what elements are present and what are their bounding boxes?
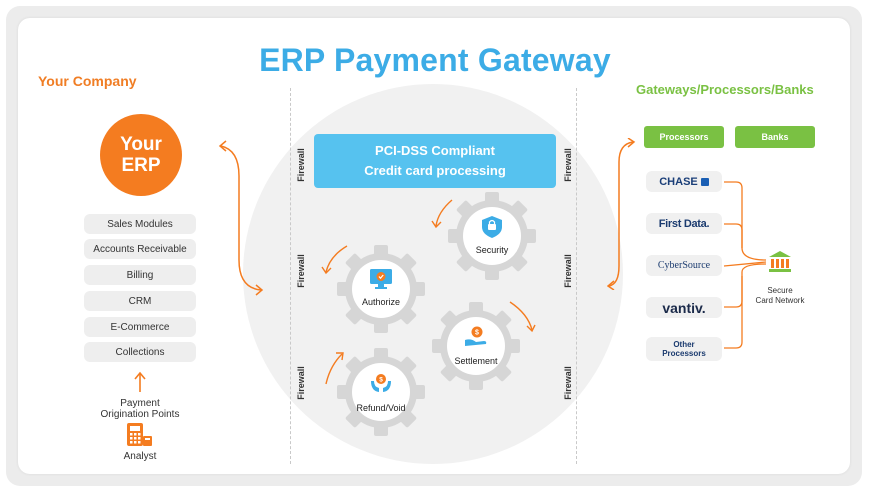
shield-icon <box>482 216 502 238</box>
other-processors: Other Processors <box>646 337 722 361</box>
gateways-heading: Gateways/Processors/Banks <box>636 82 814 97</box>
chase-text: CHASE <box>659 175 698 188</box>
pos-terminal-icon <box>127 423 152 446</box>
authorize-label: Authorize <box>361 297 401 307</box>
settlement-gear <box>432 302 520 390</box>
chase-logo: CHASE <box>646 171 722 192</box>
module-item: Sales Modules <box>84 214 196 234</box>
svg-text:$: $ <box>379 376 383 383</box>
svg-text:$: $ <box>475 330 479 337</box>
erp-line2: ERP <box>121 155 161 176</box>
separator-right <box>576 88 577 464</box>
settlement-label: Settlement <box>454 356 498 366</box>
erp-connection-arrow <box>218 140 264 296</box>
separator-left <box>290 88 291 464</box>
pci-line2: Credit card processing <box>364 163 506 178</box>
gateway-connection-arrow <box>607 138 636 290</box>
monitor-check-icon <box>370 269 392 289</box>
erp-line1: Your <box>120 134 162 155</box>
vantiv-logo: vantiv. <box>646 297 722 318</box>
pci-line1: PCI-DSS Compliant <box>375 143 495 158</box>
hand-coin-icon: $ <box>465 326 487 346</box>
cycle-arrow <box>325 352 344 385</box>
chase-octagon-icon <box>700 177 709 186</box>
network-line2: Card Network <box>755 296 805 305</box>
cybersource-logo: CyberSource <box>646 255 722 276</box>
processors-tag: Processors <box>644 126 724 148</box>
processor-connector-lines <box>723 181 767 349</box>
cycle-arrow <box>321 245 348 275</box>
origination-line1: Payment <box>120 398 160 409</box>
module-item: CRM <box>84 291 196 311</box>
analyst-label: Analyst <box>123 451 157 462</box>
security-label: Security <box>475 245 509 255</box>
bank-icon <box>769 251 791 272</box>
origination-label: Payment Origination Points <box>80 398 200 420</box>
module-item: Accounts Receivable <box>84 239 196 259</box>
other-line1: Other <box>673 340 695 349</box>
pci-compliant-box: PCI-DSS Compliant Credit card processing <box>314 134 556 188</box>
other-line2: Processors <box>662 349 706 358</box>
up-arrow-icon <box>134 371 146 392</box>
origination-line2: Origination Points <box>100 409 180 420</box>
hands-coin-icon: $ <box>371 374 391 392</box>
banks-tag: Banks <box>735 126 815 148</box>
your-company-heading: Your Company <box>38 73 137 89</box>
network-line1: Secure <box>767 286 793 295</box>
your-erp-circle: Your ERP <box>100 114 182 196</box>
page-title: ERP Payment Gateway <box>259 42 611 78</box>
module-item: Collections <box>84 342 196 362</box>
refund-label: Refund/Void <box>356 403 406 413</box>
module-item: E-Commerce <box>84 317 196 337</box>
cycle-arrow <box>509 301 536 333</box>
refund-gear <box>337 348 425 436</box>
first-data-logo: First Data. <box>646 213 722 234</box>
module-item: Billing <box>84 265 196 285</box>
secure-network-label: Secure Card Network <box>745 286 815 306</box>
cycle-arrow <box>431 199 453 229</box>
